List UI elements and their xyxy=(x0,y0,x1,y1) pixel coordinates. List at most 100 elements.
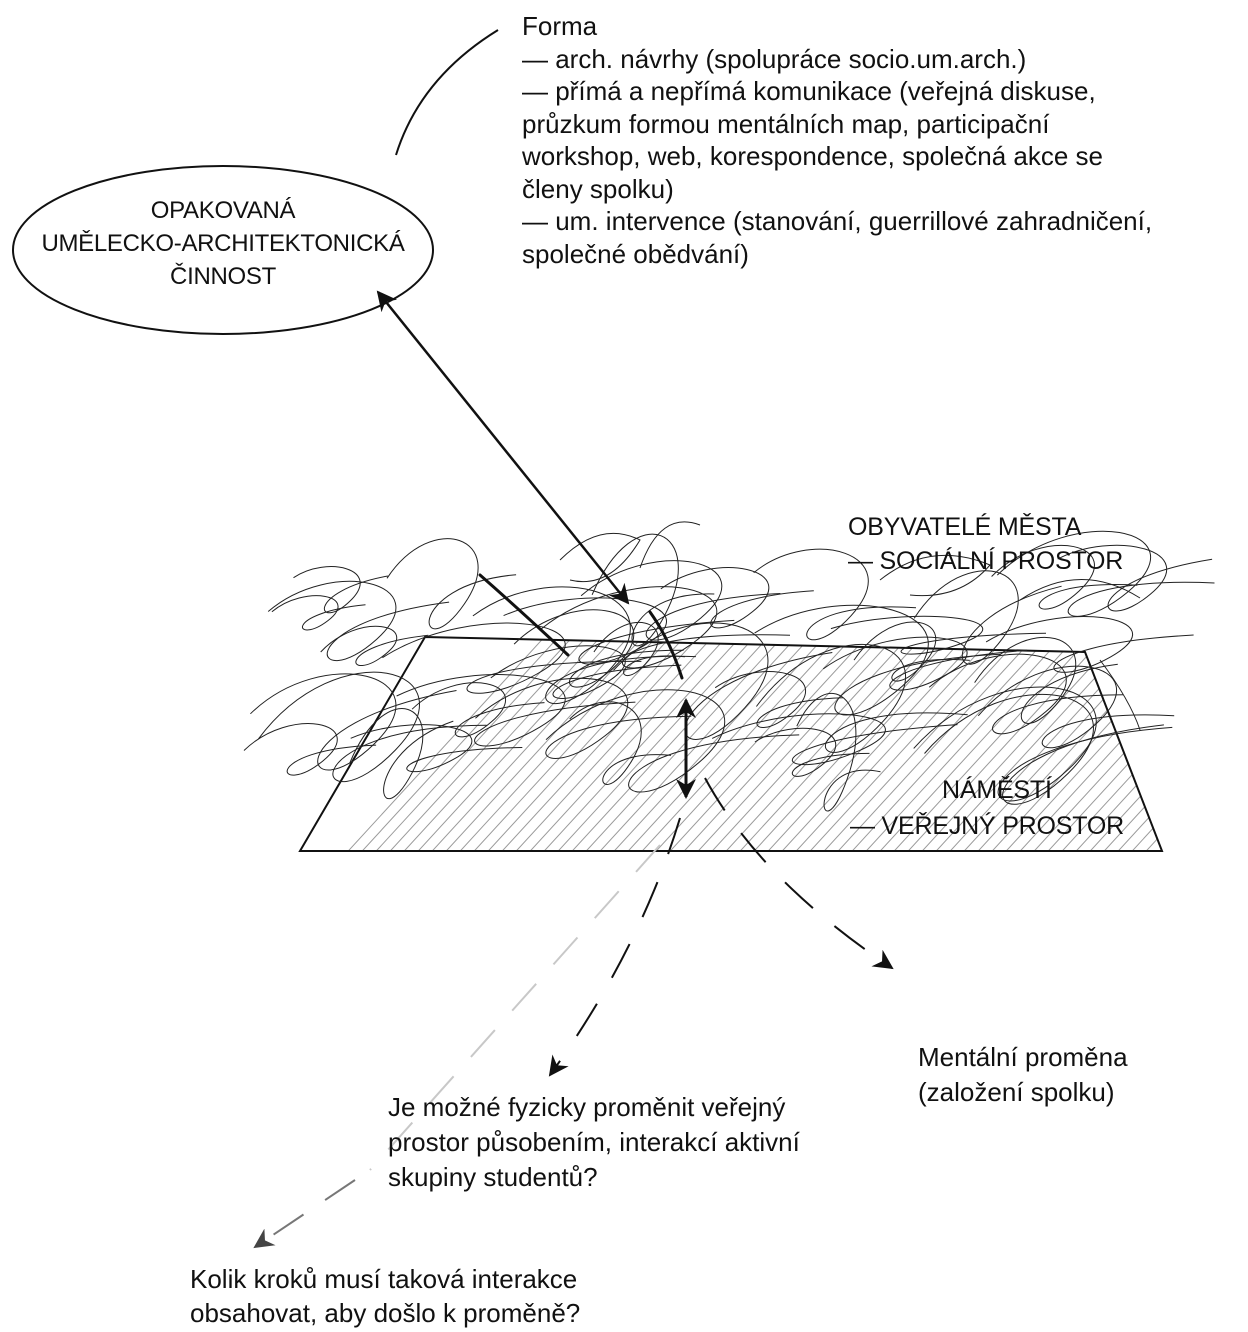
hatch-line xyxy=(1053,637,1162,851)
scribble-loop xyxy=(796,693,881,812)
scribble-loop xyxy=(879,554,991,597)
scribble-loop xyxy=(639,521,701,569)
physical-change-arrow xyxy=(548,817,681,1077)
hatch-line xyxy=(605,637,827,851)
hatch-line xyxy=(1109,637,1162,851)
mental-change-label-line: Mentální proměna xyxy=(918,1042,1128,1072)
hatch-line xyxy=(997,637,1162,851)
scribble-loop xyxy=(1099,659,1141,731)
scribble-loop xyxy=(924,693,1164,805)
scribble-loop xyxy=(258,671,487,783)
steps-question-arrow xyxy=(253,1179,356,1249)
forma-line: workshop, web, korespondence, společná a… xyxy=(522,141,1104,171)
hatch-line xyxy=(899,637,1121,851)
mental-change-label-line: (založení spolku) xyxy=(918,1077,1115,1107)
scribble-loop xyxy=(267,580,450,662)
social-space-scribbles xyxy=(243,521,1215,812)
hatch-line xyxy=(759,637,981,851)
scribble-loop xyxy=(913,570,1062,665)
hatch-line xyxy=(731,637,953,851)
forma-line: členy spolku) xyxy=(522,173,674,204)
hatch-line xyxy=(353,637,575,851)
hatch-line xyxy=(423,637,645,851)
question-line: skupiny studentů? xyxy=(388,1162,598,1192)
scribble-loop xyxy=(613,622,833,740)
hatch-line xyxy=(521,637,743,851)
question-line: obsahovat, aby došlo k proměně? xyxy=(190,1298,581,1328)
hatch-line xyxy=(1151,637,1162,851)
scribble-loop xyxy=(513,609,684,688)
hatch-line xyxy=(493,637,715,851)
scribble-loop xyxy=(754,727,870,777)
scribble-loop xyxy=(1019,579,1141,601)
scribble-loop xyxy=(755,644,968,753)
public-space-plane xyxy=(298,620,1248,860)
scribble-loop xyxy=(475,677,692,759)
public-space-label: NÁMĚSTÍ — VEŘEJNÝ PROSTOR xyxy=(850,772,1124,844)
hatch-line xyxy=(563,637,785,851)
question-line: Kolik kroků musí taková interakce xyxy=(190,1264,578,1294)
scribble-loop xyxy=(830,615,1047,655)
forma-line: — um. intervence (stanování, guerrillové… xyxy=(522,206,1153,236)
scribble-loop xyxy=(386,538,517,630)
hatch-line xyxy=(339,637,561,851)
scribble-loop xyxy=(591,533,715,647)
scribble-loop xyxy=(977,665,1175,749)
scribble-loop xyxy=(754,604,1001,716)
activity-ellipse xyxy=(12,165,434,335)
question-line: prostor působením, interakcí aktivní xyxy=(388,1127,800,1157)
hatch-line xyxy=(535,637,757,851)
scribble-loop xyxy=(350,724,523,773)
hatch-line xyxy=(829,637,1051,851)
scribble-loop xyxy=(250,673,457,771)
hatch-line xyxy=(843,637,1065,851)
forma-line: — přímá a nepřímá komunikace (veřejná di… xyxy=(522,76,1096,106)
activity-label-line: ČINNOST xyxy=(170,263,276,290)
scribble-loop xyxy=(271,595,366,631)
forma-description: Forma — arch. návrhy (spolupráce socio.u… xyxy=(522,10,1152,270)
hatch-line xyxy=(1067,637,1162,851)
scribble-loop xyxy=(714,671,844,728)
hatch-line xyxy=(703,637,925,851)
scribble-loop xyxy=(711,713,958,766)
question-line: Je možné fyzicky proměnit veřejný xyxy=(388,1092,786,1122)
social-space-label-line: OBYVATELÉ MĚSTA xyxy=(848,513,1082,541)
activity-label-line: UMĚLECKO-ARCHITEKTONICKÁ xyxy=(41,230,405,257)
hatch-line xyxy=(815,637,1037,851)
scribble-loop xyxy=(823,636,1028,691)
hatch-line xyxy=(689,637,911,851)
hatch-line xyxy=(591,637,813,851)
scribble-loop xyxy=(913,686,1173,802)
scribble-loop xyxy=(293,566,388,614)
hatch-line xyxy=(381,637,603,851)
interaction-steps-question: Kolik kroků musí taková interakce obsaho… xyxy=(190,1262,580,1330)
scribble-loop xyxy=(660,567,814,629)
hatch-line xyxy=(633,637,855,851)
hatch-line xyxy=(983,637,1162,851)
scribble-loop xyxy=(569,701,672,785)
hatch-line xyxy=(857,637,1079,851)
hatch-line xyxy=(1180,620,1248,860)
mental-change-label: Mentální proměna (založení spolku) xyxy=(918,1040,1128,1110)
activity-label-line: OPAKOVANÁ xyxy=(150,197,296,224)
scribble-loop xyxy=(991,545,1138,610)
scribble-loop xyxy=(1057,544,1213,612)
forma-title: Forma xyxy=(522,11,598,41)
hatch-line xyxy=(451,637,673,851)
scribble-loop xyxy=(996,530,1215,617)
hatch-line xyxy=(675,637,897,851)
scribble-loop xyxy=(243,723,377,776)
scribble-loop xyxy=(382,622,642,694)
scribble-loop xyxy=(540,586,791,669)
hatch-line xyxy=(367,637,589,851)
hatch-line xyxy=(1236,620,1248,860)
public-space-label-line: — VEŘEJNÝ PROSTOR xyxy=(850,812,1124,840)
hatch-line xyxy=(1095,637,1162,851)
scribble-loop xyxy=(411,682,545,738)
activity-social-arrow xyxy=(376,290,630,605)
social-space-label: OBYVATELÉ MĚSTA — SOCIÁLNÍ PROSTOR xyxy=(848,510,1123,578)
scribble-loop xyxy=(559,532,641,583)
scribble-loop xyxy=(545,689,800,793)
hatch-line xyxy=(885,637,1107,851)
